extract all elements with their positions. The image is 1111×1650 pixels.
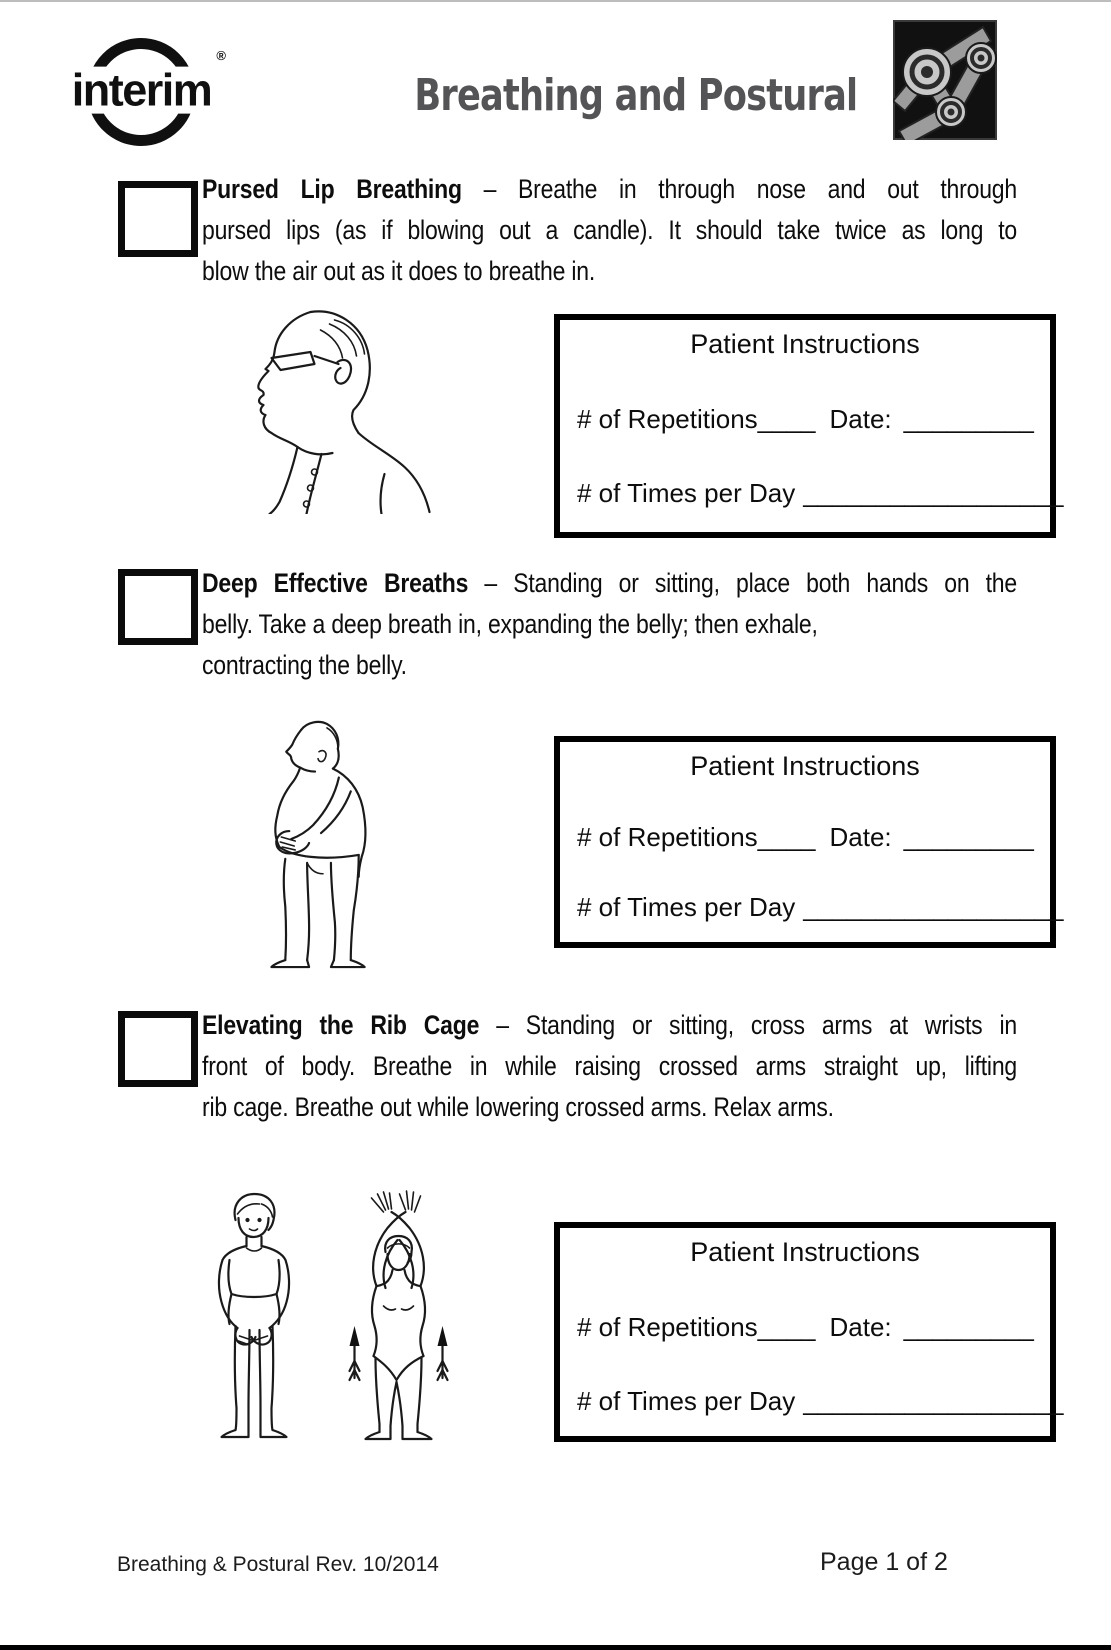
date-label: Date: xyxy=(829,822,892,852)
page-top-edge xyxy=(0,0,1111,2)
repetitions-label: # of Repetitions xyxy=(577,1312,758,1342)
times-per-day-label: # of Times per Day xyxy=(577,1386,796,1416)
section-pursed-lip-breathing-text: Pursed Lip Breathing – Breathe in throug… xyxy=(202,170,1017,293)
times-blank-field: __________________ xyxy=(803,892,1064,922)
checkbox-deep-effective-breaths[interactable] xyxy=(118,569,198,645)
times-blank-field: __________________ xyxy=(803,1386,1064,1416)
up-arrow-icon xyxy=(348,1326,361,1382)
repetitions-label: # of Repetitions xyxy=(577,404,758,434)
page-title: Breathing and Postural xyxy=(414,70,858,121)
section-heading: Elevating the Rib Cage xyxy=(202,1009,480,1040)
repetitions-blank-field: ____ xyxy=(757,404,816,434)
date-label: Date: xyxy=(829,404,892,434)
times-per-day-line: # of Times per Day__________________ xyxy=(577,478,1063,509)
section-text-line: Deep Effective Breaths – Standing or sit… xyxy=(202,567,1017,598)
section-text-line: contracting the belly. xyxy=(202,649,407,680)
patient-instructions-box: Patient Instructions # of Repetitions___… xyxy=(554,314,1063,538)
times-per-day-line: # of Times per Day__________________ xyxy=(577,1386,1063,1417)
checkbox-elevating-the-rib-cage[interactable] xyxy=(118,1011,198,1087)
man-standing-hands-on-belly-figure xyxy=(246,714,398,972)
repetitions-label: # of Repetitions xyxy=(577,822,758,852)
section-deep-effective-breaths-text: Deep Effective Breaths – Standing or sit… xyxy=(202,564,1017,687)
patient-instructions-box: Patient Instructions # of Repetitions___… xyxy=(554,1222,1063,1442)
section-heading: Pursed Lip Breathing xyxy=(202,173,462,204)
section-text-line: rib cage. Breathe out while lowering cro… xyxy=(202,1091,834,1122)
page-number: Page 1 of 2 xyxy=(820,1548,948,1576)
section-text-line: pursed lips (as if blowing out a candle)… xyxy=(202,214,1017,245)
date-label: Date: xyxy=(829,1312,892,1342)
document-revision: Breathing & Postural Rev. 10/2014 xyxy=(117,1553,439,1576)
patient-instructions-title: Patient Instructions xyxy=(690,1237,920,1267)
times-blank-field: __________________ xyxy=(803,478,1064,508)
section-text-line: Elevating the Rib Cage – Standing or sit… xyxy=(202,1009,1017,1040)
repetitions-blank-field: ____ xyxy=(757,1312,816,1342)
mechanical-linkage-pulleys-icon xyxy=(891,20,997,147)
up-arrow-icon xyxy=(436,1326,449,1382)
patient-instructions-title: Patient Instructions xyxy=(690,329,920,359)
logo-text: interim xyxy=(64,66,219,114)
date-blank-field: _________ xyxy=(903,1312,1034,1342)
times-per-day-label: # of Times per Day xyxy=(577,478,796,508)
section-heading: Deep Effective Breaths xyxy=(202,567,469,598)
patient-instructions-title: Patient Instructions xyxy=(690,751,920,781)
interim-logo: interim ® xyxy=(64,36,226,148)
repetitions-date-line: # of Repetitions____ Date: _________ xyxy=(577,404,1040,435)
date-blank-field: _________ xyxy=(903,822,1034,852)
page-bottom-edge xyxy=(0,1645,1111,1650)
patient-instructions-box: Patient Instructions # of Repetitions___… xyxy=(554,736,1063,948)
registered-trademark-mark: ® xyxy=(216,48,226,63)
section-text-line: front of body. Breathe in while raising … xyxy=(202,1050,1017,1081)
man-profile-pursed-lip-breathing-figure xyxy=(232,302,437,514)
times-per-day-line: # of Times per Day__________________ xyxy=(577,892,1063,923)
repetitions-date-line: # of Repetitions____ Date: _________ xyxy=(577,1312,1040,1343)
women-crossed-arms-raising-figure xyxy=(190,1156,478,1448)
times-per-day-label: # of Times per Day xyxy=(577,892,796,922)
section-elevating-rib-cage-text: Elevating the Rib Cage – Standing or sit… xyxy=(202,1006,1017,1129)
section-text-line: blow the air out as it does to breathe i… xyxy=(202,255,596,286)
checkbox-pursed-lip-breathing[interactable] xyxy=(118,181,198,257)
repetitions-date-line: # of Repetitions____ Date: _________ xyxy=(577,822,1040,853)
section-text-line: belly. Take a deep breath in, expanding … xyxy=(202,608,818,639)
date-blank-field: _________ xyxy=(903,404,1034,434)
repetitions-blank-field: ____ xyxy=(757,822,816,852)
section-text-line: Pursed Lip Breathing – Breathe in throug… xyxy=(202,173,1017,204)
